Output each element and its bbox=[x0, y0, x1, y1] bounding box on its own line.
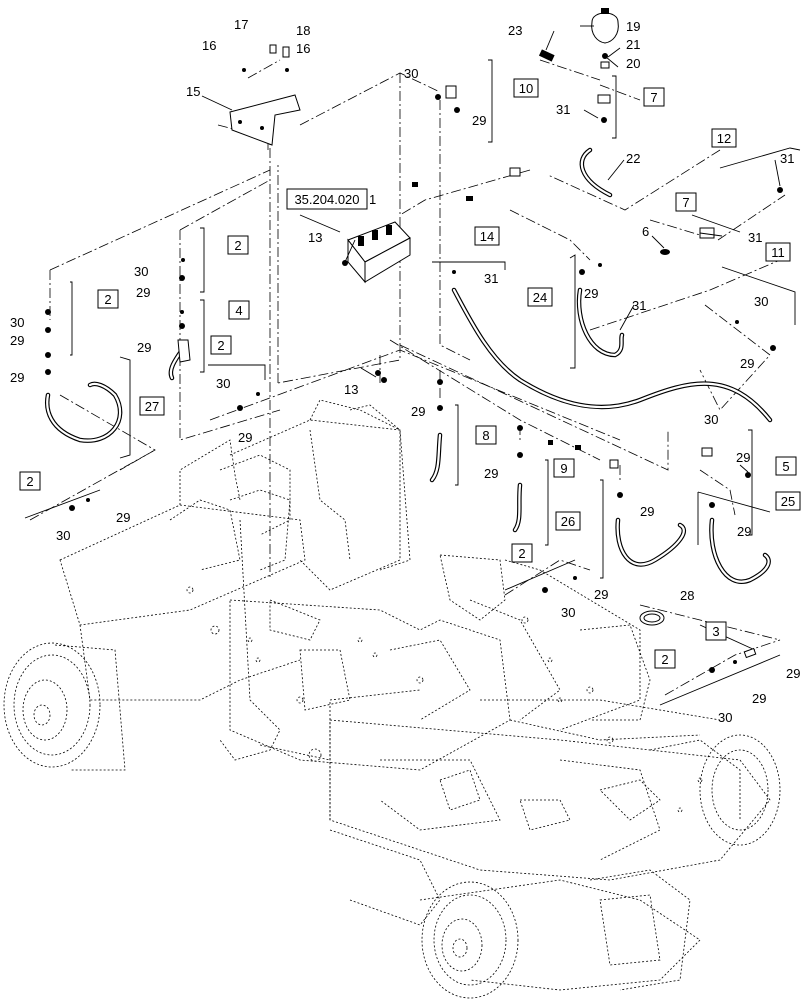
svg-text:2: 2 bbox=[234, 238, 241, 253]
callout-29: 29 bbox=[594, 587, 608, 602]
callout-13: 13 bbox=[344, 382, 358, 397]
svg-text:2: 2 bbox=[518, 546, 525, 561]
callout-29: 29 bbox=[640, 504, 654, 519]
label-leaders bbox=[201, 25, 781, 473]
boxed-callout-3: 3 bbox=[705, 621, 727, 641]
boxed-callout-4: 4 bbox=[228, 300, 250, 320]
boxed-callout-2: 2 bbox=[97, 289, 119, 309]
callout-16: 16 bbox=[202, 38, 216, 53]
svg-text:2: 2 bbox=[661, 652, 668, 667]
callout-29: 29 bbox=[484, 466, 498, 481]
callout-29: 29 bbox=[737, 524, 751, 539]
boxed-callout-7: 7 bbox=[675, 192, 697, 212]
boxed-callout-5: 5 bbox=[775, 456, 797, 476]
svg-text:35.204.020: 35.204.020 bbox=[294, 192, 359, 207]
callout-17: 17 bbox=[234, 17, 248, 32]
callout-30: 30 bbox=[56, 528, 70, 543]
boxed-callout-11: 11 bbox=[765, 242, 791, 262]
callout-29: 29 bbox=[10, 370, 24, 385]
svg-text:12: 12 bbox=[717, 131, 731, 146]
callout-18: 18 bbox=[296, 23, 310, 38]
callout-30: 30 bbox=[216, 376, 230, 391]
boxed-callout-2: 2 bbox=[511, 543, 533, 563]
boxed-callout-10: 10 bbox=[513, 78, 539, 98]
callout-29: 29 bbox=[116, 510, 130, 525]
svg-text:3: 3 bbox=[712, 624, 719, 639]
boxed-callout-2: 2 bbox=[19, 471, 41, 491]
boxed-callout-2: 2 bbox=[654, 649, 676, 669]
svg-text:11: 11 bbox=[771, 245, 785, 260]
svg-text:2: 2 bbox=[26, 474, 33, 489]
callout-19: 19 bbox=[626, 19, 640, 34]
callout-30: 30 bbox=[754, 294, 768, 309]
svg-text:26: 26 bbox=[561, 514, 575, 529]
item-callouts: 17 18 16 16 15 23 19 21 20 31 22 30 29 1… bbox=[10, 17, 800, 725]
svg-text:27: 27 bbox=[145, 399, 159, 414]
item-brackets bbox=[24, 59, 801, 706]
callout-29: 29 bbox=[411, 404, 425, 419]
callout-13: 13 bbox=[308, 230, 322, 245]
svg-text:24: 24 bbox=[533, 290, 547, 305]
callout-6: 6 bbox=[642, 224, 649, 239]
boxed-callout-9: 9 bbox=[553, 458, 575, 478]
callout-29: 29 bbox=[786, 666, 800, 681]
callout-22: 22 bbox=[626, 151, 640, 166]
callout-29: 29 bbox=[10, 333, 24, 348]
callout-30: 30 bbox=[10, 315, 24, 330]
callout-31: 31 bbox=[748, 230, 762, 245]
callout-29: 29 bbox=[584, 286, 598, 301]
boxed-callout-2: 2 bbox=[210, 335, 232, 355]
svg-text:7: 7 bbox=[650, 90, 657, 105]
boxed-callout-26: 26 bbox=[555, 511, 581, 531]
callout-1: 1 bbox=[369, 192, 376, 207]
loader-chassis-frame bbox=[3, 399, 781, 999]
callout-30: 30 bbox=[134, 264, 148, 279]
boxed-callout-27: 27 bbox=[139, 396, 165, 416]
hydraulic-hoses bbox=[45, 147, 773, 584]
callout-30: 30 bbox=[704, 412, 718, 427]
callout-20: 20 bbox=[626, 56, 640, 71]
callout-29: 29 bbox=[137, 340, 151, 355]
svg-text:4: 4 bbox=[235, 303, 242, 318]
callout-31: 31 bbox=[484, 271, 498, 286]
callout-29: 29 bbox=[136, 285, 150, 300]
callout-28: 28 bbox=[680, 588, 694, 603]
callout-30: 30 bbox=[718, 710, 732, 725]
svg-text:9: 9 bbox=[560, 461, 567, 476]
boxed-callout-24: 24 bbox=[527, 287, 553, 307]
callout-29: 29 bbox=[740, 356, 754, 371]
svg-text:5: 5 bbox=[782, 459, 789, 474]
reference-callout-35-204-020: 35.204.020 bbox=[286, 188, 368, 210]
callout-15: 15 bbox=[186, 84, 200, 99]
callout-31: 31 bbox=[556, 102, 570, 117]
svg-text:25: 25 bbox=[781, 494, 795, 509]
callout-30: 30 bbox=[404, 66, 418, 81]
svg-text:2: 2 bbox=[104, 292, 111, 307]
svg-text:2: 2 bbox=[217, 338, 224, 353]
boxed-callout-12: 12 bbox=[711, 128, 737, 148]
callout-30: 30 bbox=[561, 605, 575, 620]
component-parts bbox=[45, 8, 783, 673]
callout-23: 23 bbox=[508, 23, 522, 38]
svg-text:10: 10 bbox=[519, 81, 533, 96]
svg-text:7: 7 bbox=[682, 195, 689, 210]
svg-text:14: 14 bbox=[480, 229, 494, 244]
callout-29: 29 bbox=[472, 113, 486, 128]
callout-29: 29 bbox=[736, 450, 750, 465]
callout-16: 16 bbox=[296, 41, 310, 56]
callout-21: 21 bbox=[626, 37, 640, 52]
boxed-callout-7: 7 bbox=[643, 87, 665, 107]
boxed-callout-2: 2 bbox=[227, 235, 249, 255]
callout-29: 29 bbox=[238, 430, 252, 445]
callout-31: 31 bbox=[632, 298, 646, 313]
boxed-callouts: 10 7 12 7 14 2 2 4 2 27 24 11 8 9 5 2 26… bbox=[19, 78, 801, 669]
callout-29: 29 bbox=[752, 691, 766, 706]
boxed-callout-14: 14 bbox=[474, 226, 500, 246]
boxed-callout-8: 8 bbox=[475, 425, 497, 445]
svg-text:8: 8 bbox=[482, 428, 489, 443]
assembly-leader-lines bbox=[29, 59, 786, 696]
callout-31: 31 bbox=[780, 151, 794, 166]
boxed-callout-25: 25 bbox=[775, 491, 801, 511]
